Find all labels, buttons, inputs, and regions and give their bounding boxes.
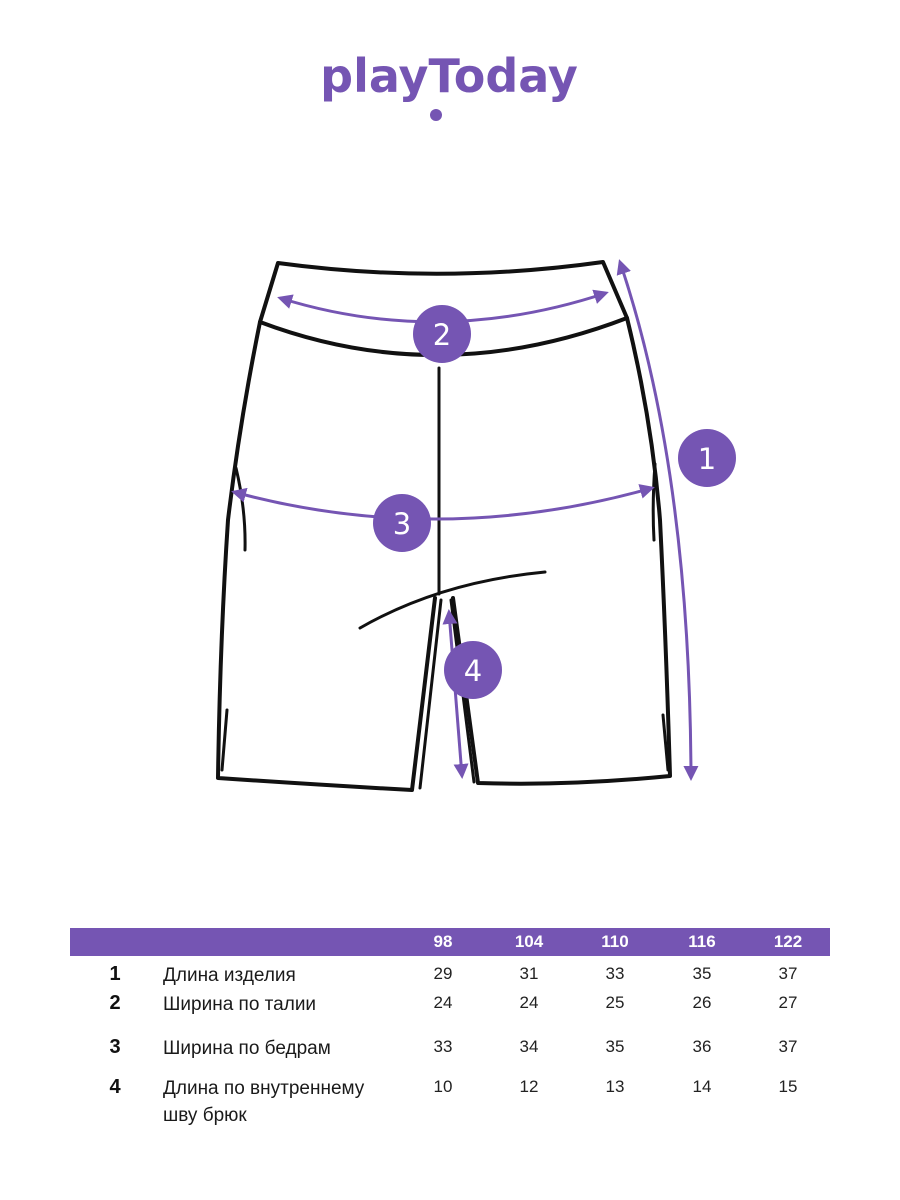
row-value: 27 bbox=[778, 993, 798, 1012]
row-value: 26 bbox=[692, 993, 712, 1012]
row-value: 13 bbox=[605, 1077, 625, 1096]
row-number: 3 bbox=[109, 1036, 121, 1058]
length-arrow-icon bbox=[616, 259, 699, 781]
logo-dot bbox=[430, 109, 442, 121]
row-value: 35 bbox=[692, 964, 712, 983]
row-label: Ширина по талии bbox=[163, 994, 317, 1015]
marker-4: 4 bbox=[444, 641, 502, 699]
hip-arrow-icon bbox=[231, 484, 655, 521]
marker-3: 3 bbox=[373, 494, 431, 552]
inseam-arrow-icon bbox=[442, 609, 469, 779]
row-value: 15 bbox=[778, 1077, 798, 1096]
shorts-details bbox=[220, 366, 670, 790]
marker-1: 1 bbox=[678, 429, 736, 487]
row-value: 35 bbox=[605, 1037, 625, 1056]
row-value: 24 bbox=[433, 993, 453, 1012]
svg-text:2: 2 bbox=[433, 318, 451, 352]
size-header-122: 122 bbox=[773, 932, 803, 951]
row-label: Длина по внутреннему шву брюк bbox=[163, 1078, 365, 1126]
row-label: Ширина по бедрам bbox=[163, 1038, 331, 1059]
row-value: 37 bbox=[778, 1037, 798, 1056]
brand-logo-text: playToday bbox=[320, 50, 578, 103]
row-value: 37 bbox=[778, 964, 798, 983]
size-header-116: 116 bbox=[688, 932, 716, 951]
row-number: 2 bbox=[109, 992, 121, 1014]
marker-2: 2 bbox=[413, 305, 471, 363]
size-header-row: 98 104 110 116 122 bbox=[70, 928, 830, 956]
row-value: 34 bbox=[519, 1037, 539, 1056]
row-value: 25 bbox=[605, 993, 625, 1012]
row-value: 33 bbox=[433, 1037, 453, 1056]
row-value: 14 bbox=[692, 1077, 712, 1096]
svg-text:3: 3 bbox=[393, 507, 411, 541]
row-value: 33 bbox=[605, 964, 625, 983]
row-number: 1 bbox=[109, 963, 121, 985]
row-value: 36 bbox=[692, 1037, 712, 1056]
row-label: Длина изделия bbox=[163, 965, 296, 986]
row-value: 31 bbox=[519, 964, 539, 983]
svg-text:1: 1 bbox=[698, 442, 716, 476]
size-header-104: 104 bbox=[514, 932, 544, 951]
shorts-diagram: 1 2 3 4 bbox=[216, 259, 736, 792]
row-value: 24 bbox=[519, 993, 539, 1012]
row-number: 4 bbox=[109, 1076, 121, 1098]
size-header-98: 98 bbox=[433, 932, 453, 951]
size-header-110: 110 bbox=[601, 932, 629, 951]
row-value: 29 bbox=[433, 964, 453, 983]
row-value: 10 bbox=[433, 1077, 453, 1096]
brand-logo: playToday bbox=[320, 50, 578, 121]
row-value: 12 bbox=[519, 1077, 539, 1096]
svg-text:4: 4 bbox=[464, 654, 482, 688]
